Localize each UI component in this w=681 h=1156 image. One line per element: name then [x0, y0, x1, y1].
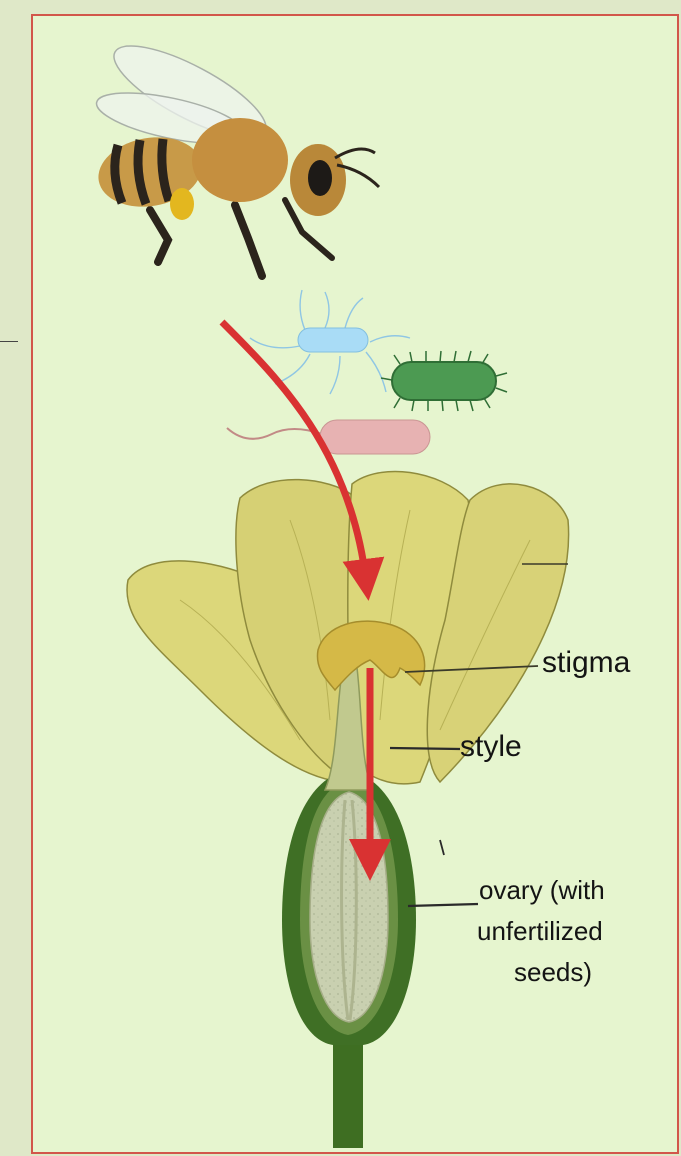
label-ovary-line3: seeds) — [514, 957, 592, 987]
label-style: style — [460, 730, 522, 763]
flower-icon — [127, 471, 569, 1148]
label-ovary-line2: unfertilized — [477, 916, 603, 946]
label-ovary-line1: ovary (with — [479, 875, 605, 905]
bee-icon — [92, 29, 379, 276]
green-bacterium-icon — [381, 351, 507, 411]
label-stigma: stigma — [542, 646, 631, 679]
